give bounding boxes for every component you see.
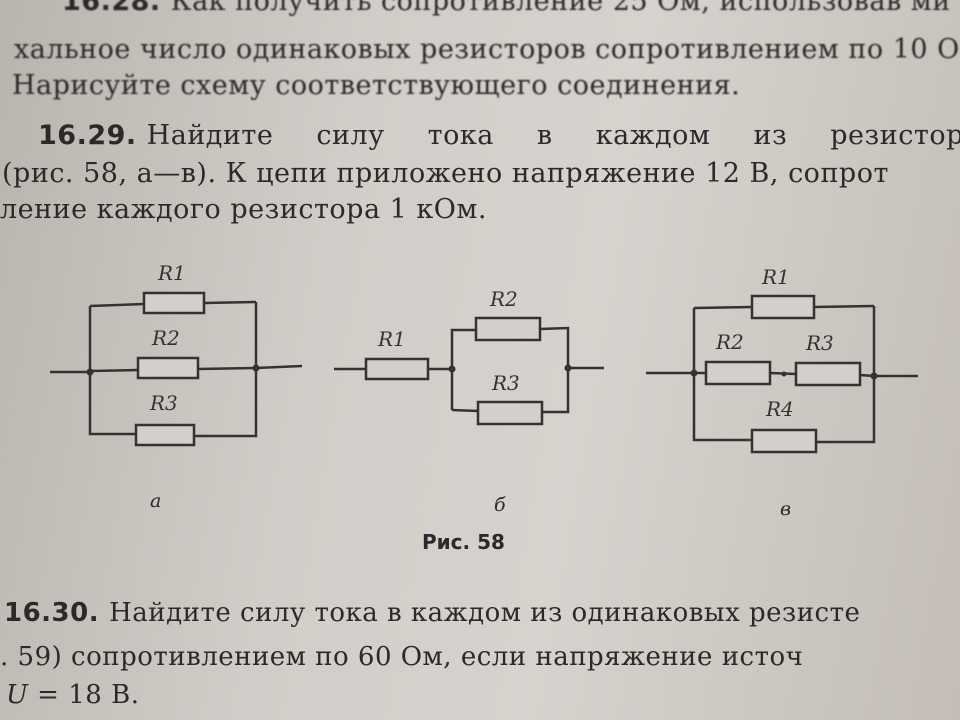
circuit-c-caption: в bbox=[780, 498, 792, 520]
circuit-a-left-rail bbox=[88, 306, 140, 436]
problem-16-28-line-1: 16.28. Как получить сопротивление 25 Ом, … bbox=[62, 0, 951, 17]
circuit-a-mid-right-wire bbox=[197, 366, 257, 371]
circuit-c-right-rail bbox=[816, 306, 876, 444]
circuit-c-label-r1: R1 bbox=[761, 265, 790, 289]
circuit-a-top-right-wire bbox=[203, 300, 257, 305]
circuit-b-resistor-r3 bbox=[476, 400, 544, 426]
problem-16-28-text-2: хальное число одинаковых резисторов сопр… bbox=[14, 34, 960, 65]
circuit-b-label-r2: R2 bbox=[489, 287, 518, 311]
circuit-c-label-r3: R3 bbox=[805, 331, 834, 355]
circuit-c-left-rail bbox=[692, 308, 752, 442]
circuit-a-lead-right bbox=[255, 364, 303, 370]
circuit-b-resistor-r2 bbox=[474, 316, 542, 342]
circuit-a-caption: а bbox=[150, 490, 162, 512]
circuit-a-mid-left-wire bbox=[89, 368, 139, 373]
circuit-a-top-left-wire bbox=[89, 302, 145, 308]
problem-16-30-line-2: . 59) сопротивлением по 60 Ом, если напр… bbox=[0, 642, 803, 672]
circuit-c: R1 R2 R3 R4 bbox=[646, 265, 918, 454]
problem-16-30-text-2: . 59) сопротивлением по 60 Ом, если напр… bbox=[0, 642, 804, 672]
problem-16-28-text-3: Нарисуйте схему соответствующего соедине… bbox=[12, 70, 741, 101]
problem-16-30-line-1: 16.30. Найдите силу тока в каждом из один… bbox=[4, 598, 860, 628]
circuit-b-resistor-r1 bbox=[364, 357, 430, 381]
circuit-c-resistor-r4 bbox=[750, 428, 818, 454]
circuit-a-label-r3: R3 bbox=[149, 391, 178, 415]
figure-caption: Рис. 58 bbox=[422, 530, 505, 554]
circuit-b-label-r1: R1 bbox=[377, 327, 406, 351]
circuit-c-resistor-r2 bbox=[704, 360, 772, 386]
circuit-a-node-right bbox=[252, 364, 260, 372]
circuit-a-right-rail bbox=[194, 302, 258, 438]
problem-16-30-text-3: = 18 В. bbox=[28, 680, 140, 710]
circuit-c-node-middle bbox=[781, 371, 787, 377]
circuit-b-left-rail bbox=[450, 328, 476, 410]
problem-16-29-text-2: (рис. 58, а—в). К цепи приложено напряже… bbox=[2, 158, 889, 189]
circuit-b: R1 R2 R3 bbox=[334, 287, 604, 426]
problem-16-28-line-3: Нарисуйте схему соответствующего соедине… bbox=[12, 70, 740, 101]
problem-16-30-text-1: Найдите силу тока в каждом из одинаковых… bbox=[109, 598, 861, 628]
circuit-c-label-r2: R2 bbox=[715, 330, 744, 354]
problem-16-29-line-3: ление каждого резистора 1 кОм. bbox=[0, 194, 487, 225]
circuit-c-node-left bbox=[690, 369, 698, 377]
problem-16-28-line-2: хальное число одинаковых резисторов сопр… bbox=[14, 34, 960, 65]
circuit-b-node-right bbox=[564, 364, 572, 372]
problem-16-29-number: 16.29. bbox=[38, 120, 137, 151]
problem-16-29-text-3: ление каждого резистора 1 кОм. bbox=[0, 194, 487, 225]
problem-16-30-line-3: U = 18 В. bbox=[6, 680, 139, 710]
circuit-a-resistor-r3 bbox=[134, 423, 196, 447]
circuit-b-caption: б bbox=[494, 494, 506, 516]
problem-16-28-number: 16.28. bbox=[62, 0, 161, 17]
circuit-c-top-left-wire bbox=[693, 305, 753, 310]
circuit-a-resistor-r1 bbox=[142, 291, 206, 315]
problem-16-29-line-2: (рис. 58, а—в). К цепи приложено напряже… bbox=[2, 158, 889, 189]
circuit-b-right-rail bbox=[539, 326, 570, 414]
circuit-a-label-r2: R2 bbox=[151, 326, 180, 350]
problem-16-28-text-1: Как получить сопротивление 25 Ом, исполь… bbox=[170, 0, 951, 17]
circuit-c-resistor-r1 bbox=[750, 294, 816, 320]
circuit-c-resistor-r3 bbox=[794, 361, 862, 387]
circuit-b-left-bottom-wire bbox=[451, 408, 479, 413]
circuit-a-resistor-r2 bbox=[136, 356, 200, 380]
circuit-a-label-r1: R1 bbox=[157, 261, 186, 285]
problem-16-29-line-1: 16.29. Найдите силу тока в каждом из рези… bbox=[38, 120, 960, 151]
circuit-b-label-r3: R3 bbox=[491, 371, 520, 395]
problem-16-30-number: 16.30. bbox=[4, 598, 100, 628]
circuit-a: R1 R2 R3 bbox=[50, 261, 303, 447]
problem-16-29-text-1: Найдите силу тока в каждом из резистор bbox=[146, 120, 960, 151]
circuit-c-top-right-wire bbox=[813, 304, 875, 309]
problem-16-30-variable-u: U bbox=[6, 680, 29, 710]
circuit-b-node-left bbox=[448, 365, 456, 373]
circuit-c-node-right bbox=[870, 372, 878, 380]
circuit-a-node-left bbox=[86, 368, 94, 376]
circuit-c-label-r4: R4 bbox=[765, 397, 794, 421]
